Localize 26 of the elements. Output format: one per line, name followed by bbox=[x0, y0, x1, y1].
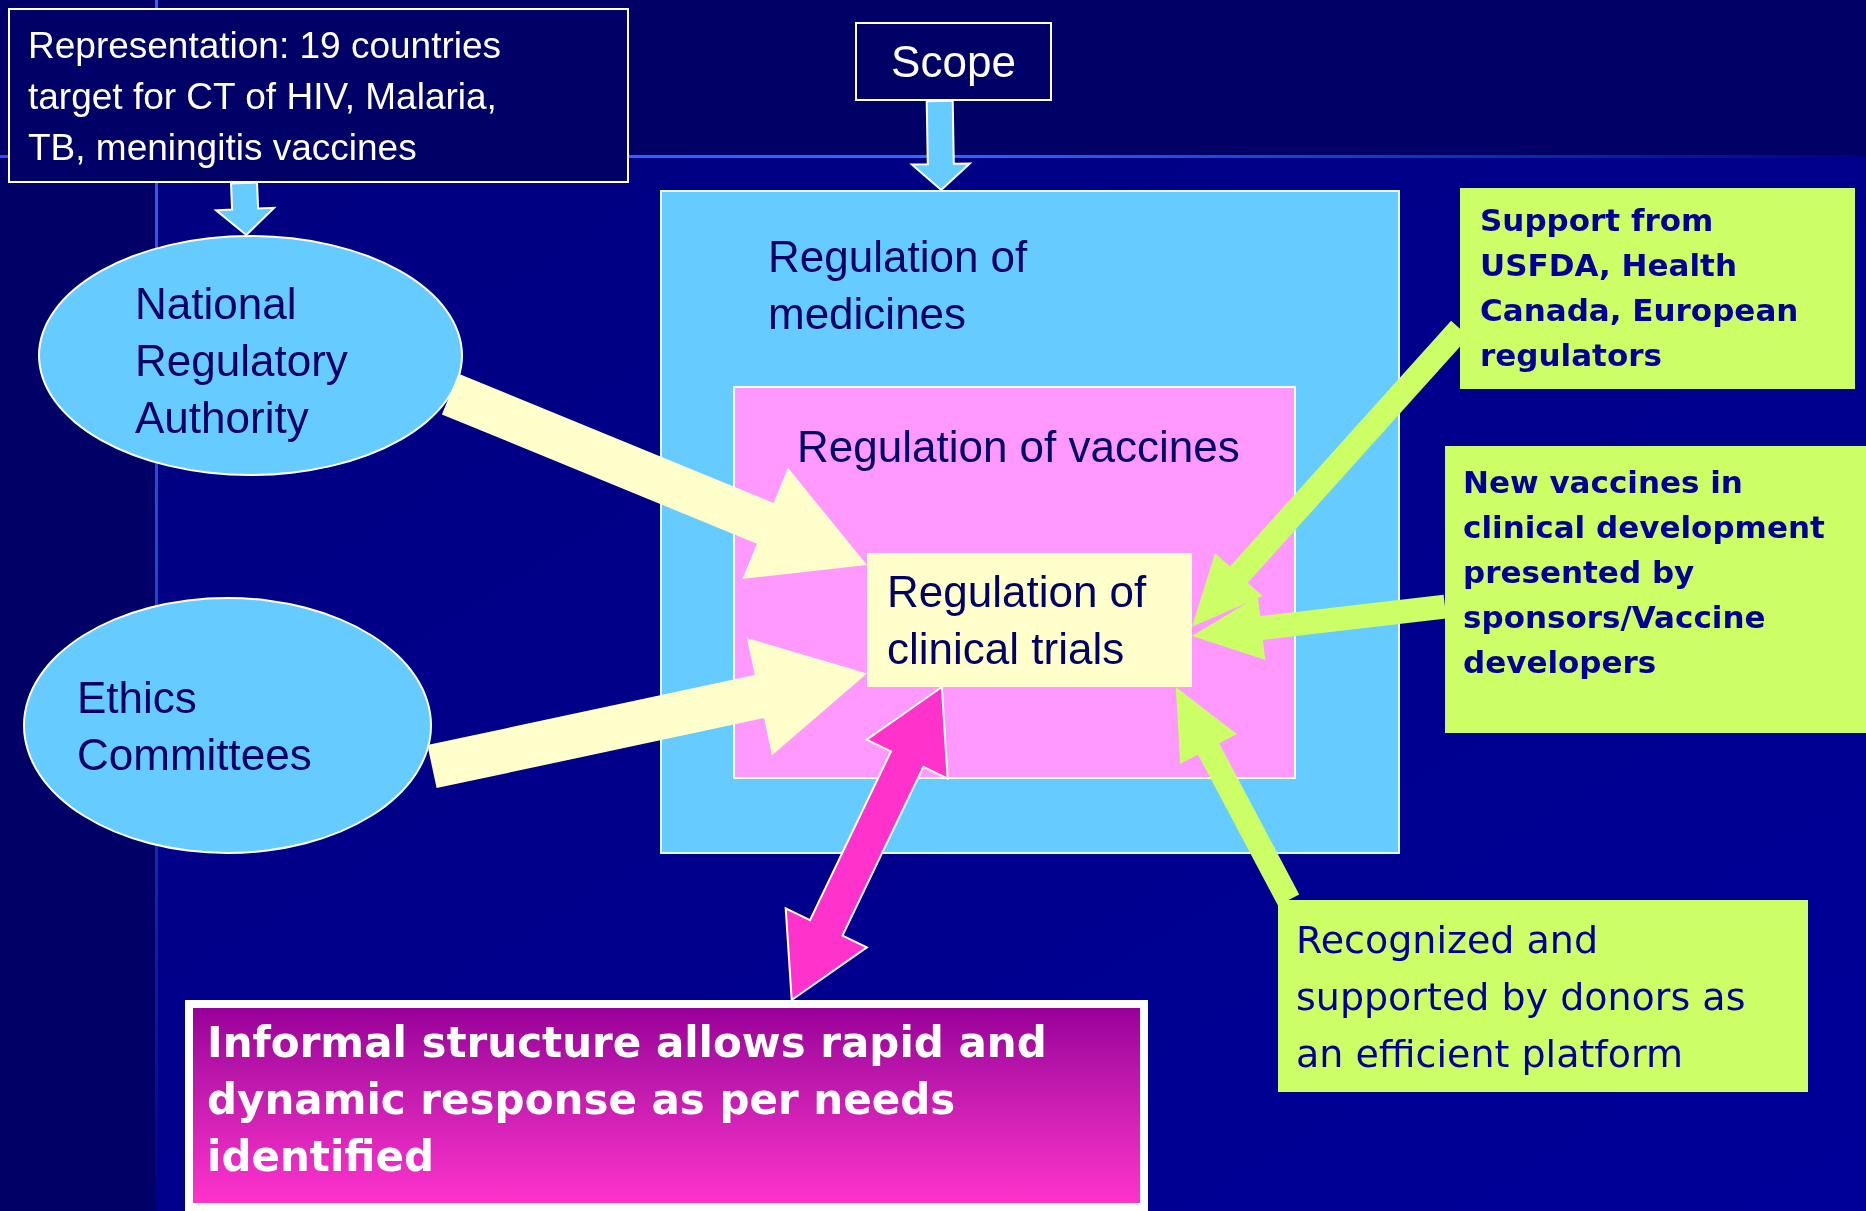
node-label: Representation: 19 countries target for CT of HIV, Malaria, TB, meningitis vaccines bbox=[28, 24, 503, 170]
node-label: Regulation of clinical trials bbox=[887, 566, 1148, 675]
block-arrow bbox=[909, 99, 973, 192]
node-label: Regulation of vaccines bbox=[797, 421, 1241, 473]
callout-box bbox=[1445, 446, 1866, 733]
note-box bbox=[8, 8, 629, 183]
block-arrow bbox=[1192, 594, 1447, 660]
node-label: Ethics Committees bbox=[77, 672, 313, 781]
node-label: Recognized and supported by donors as an efficient platform bbox=[1296, 917, 1747, 1078]
node-label: National Regulatory Authority bbox=[135, 278, 349, 444]
node-label: New vaccines in clinical development presented by sponsors/Vaccine developers bbox=[1463, 463, 1826, 682]
block-arrow bbox=[441, 373, 867, 579]
block-arrow bbox=[784, 685, 949, 1002]
block-arrow bbox=[213, 181, 277, 237]
node-label: Informal structure allows rapid and dynamic response as per needs identified bbox=[207, 1017, 1048, 1183]
node-label: Regulation of medicines bbox=[768, 231, 1029, 340]
block-arrow bbox=[1175, 687, 1300, 906]
banner-box bbox=[185, 1000, 1148, 1211]
node-label: Scope bbox=[891, 35, 1016, 88]
region-box bbox=[660, 190, 1400, 854]
block-arrow bbox=[427, 637, 867, 789]
callout-box bbox=[1460, 188, 1855, 389]
node-label: Support from USFDA, Health Canada, European regulators bbox=[1480, 201, 1800, 375]
process-box bbox=[867, 553, 1192, 687]
scope-box bbox=[855, 22, 1052, 101]
callout-box bbox=[1278, 900, 1808, 1092]
